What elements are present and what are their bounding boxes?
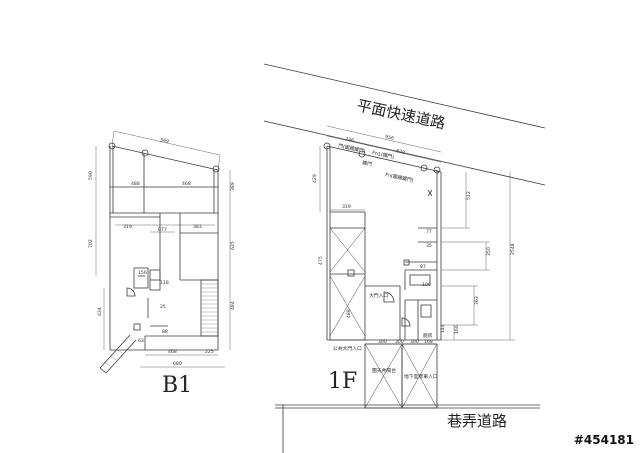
f1-dim-166: 166: [454, 325, 460, 334]
f1-dim-b2: 300: [395, 339, 404, 345]
f1-floor-label: 1F: [328, 369, 357, 394]
big-door-entry-label: 大門入口: [369, 292, 388, 299]
column-marker: [108, 142, 116, 150]
b1-dim-s1: 319: [123, 224, 132, 230]
b1-dim-s3: 383: [193, 224, 202, 230]
column-marker: [420, 164, 428, 172]
f1-dim-363: 363: [474, 296, 480, 305]
f1-dim-left-h: 429: [312, 174, 318, 183]
alley-road-label: 巷弄道路: [447, 412, 507, 430]
b1-dim-right-h: 389: [230, 182, 236, 191]
column-marker: [141, 149, 149, 157]
f1-dim-87: 87: [420, 264, 426, 270]
f1-dim-b3: 300: [410, 339, 419, 345]
b1-dim-s2: 077: [158, 227, 167, 233]
f1-dim-b4: 168: [424, 339, 433, 345]
b1-dim-left-h: 590: [88, 171, 94, 180]
alley-view-label: 圍天井陽台: [372, 367, 396, 374]
f1-dim-144: 144: [440, 324, 446, 333]
underground-entry-label: 地下室停車入口: [404, 373, 438, 380]
f1-dim-350: 350: [486, 247, 492, 256]
f1-dim-top-total: 956: [385, 134, 395, 142]
f1-dim-512: 512: [466, 191, 472, 200]
top-note-3: 鐵門: [362, 159, 373, 168]
b1-dim-w2: 468: [182, 181, 191, 187]
f1-plan: 平面快速道路 956 236 620 門(圍牆鐵門) Fn1(鐵門) 鐵門 Fn…: [263, 63, 546, 453]
f1-dim-35: 35: [426, 243, 432, 249]
f1-dim-100: 100: [422, 282, 431, 288]
road-top-label: 平面快速道路: [355, 96, 447, 132]
f1-dim-475: 475: [318, 256, 324, 265]
kitchen-label: 廚房: [423, 332, 433, 339]
column-marker: [212, 165, 220, 173]
f1-dim-total-right: 2548: [510, 243, 516, 255]
f1-dim-77: 77: [426, 229, 432, 235]
b1-dim-bottom2: 225: [205, 349, 214, 355]
b1-dim-lower-right: 484: [230, 301, 236, 310]
b1-dim-w1: 488: [131, 181, 140, 187]
b1-dim-lower-left: 434: [97, 307, 103, 316]
b1-floor-label: B1: [162, 373, 192, 398]
b1-plan: 569 488 468 319 077 383: [88, 130, 236, 398]
top-note-4: Fn(圍牆鐵門): [385, 171, 415, 184]
f1-dim-t1: 236: [345, 136, 355, 144]
top-note-2: Fn1(鐵門): [372, 149, 395, 160]
listing-id-watermark: #454181: [573, 433, 634, 447]
f1-dim-b1: 300: [378, 339, 387, 345]
f1-dim-488: 488: [346, 309, 352, 318]
b1-dim-bottom1: 468: [168, 349, 177, 355]
column-marker: [358, 150, 366, 158]
f1-dim-319: 319: [342, 204, 351, 210]
f1-dim-t2: 620: [396, 148, 406, 156]
b1-dim-25: 25: [160, 304, 166, 310]
public-big-door-entry-label: 公共大門入口: [333, 345, 362, 352]
b1-dim-top: 569: [160, 137, 170, 145]
b1-dim-156: 156: [138, 270, 147, 276]
b1-dim-118: 118: [160, 280, 169, 286]
b1-dim-vert-left: 702: [88, 239, 94, 248]
b1-dim-vert-right: 625: [230, 241, 236, 250]
b1-dim-bottom-total: 680: [173, 361, 182, 367]
b1-dim-88: 88: [162, 329, 168, 335]
b1-dim-63: 63: [138, 338, 144, 344]
